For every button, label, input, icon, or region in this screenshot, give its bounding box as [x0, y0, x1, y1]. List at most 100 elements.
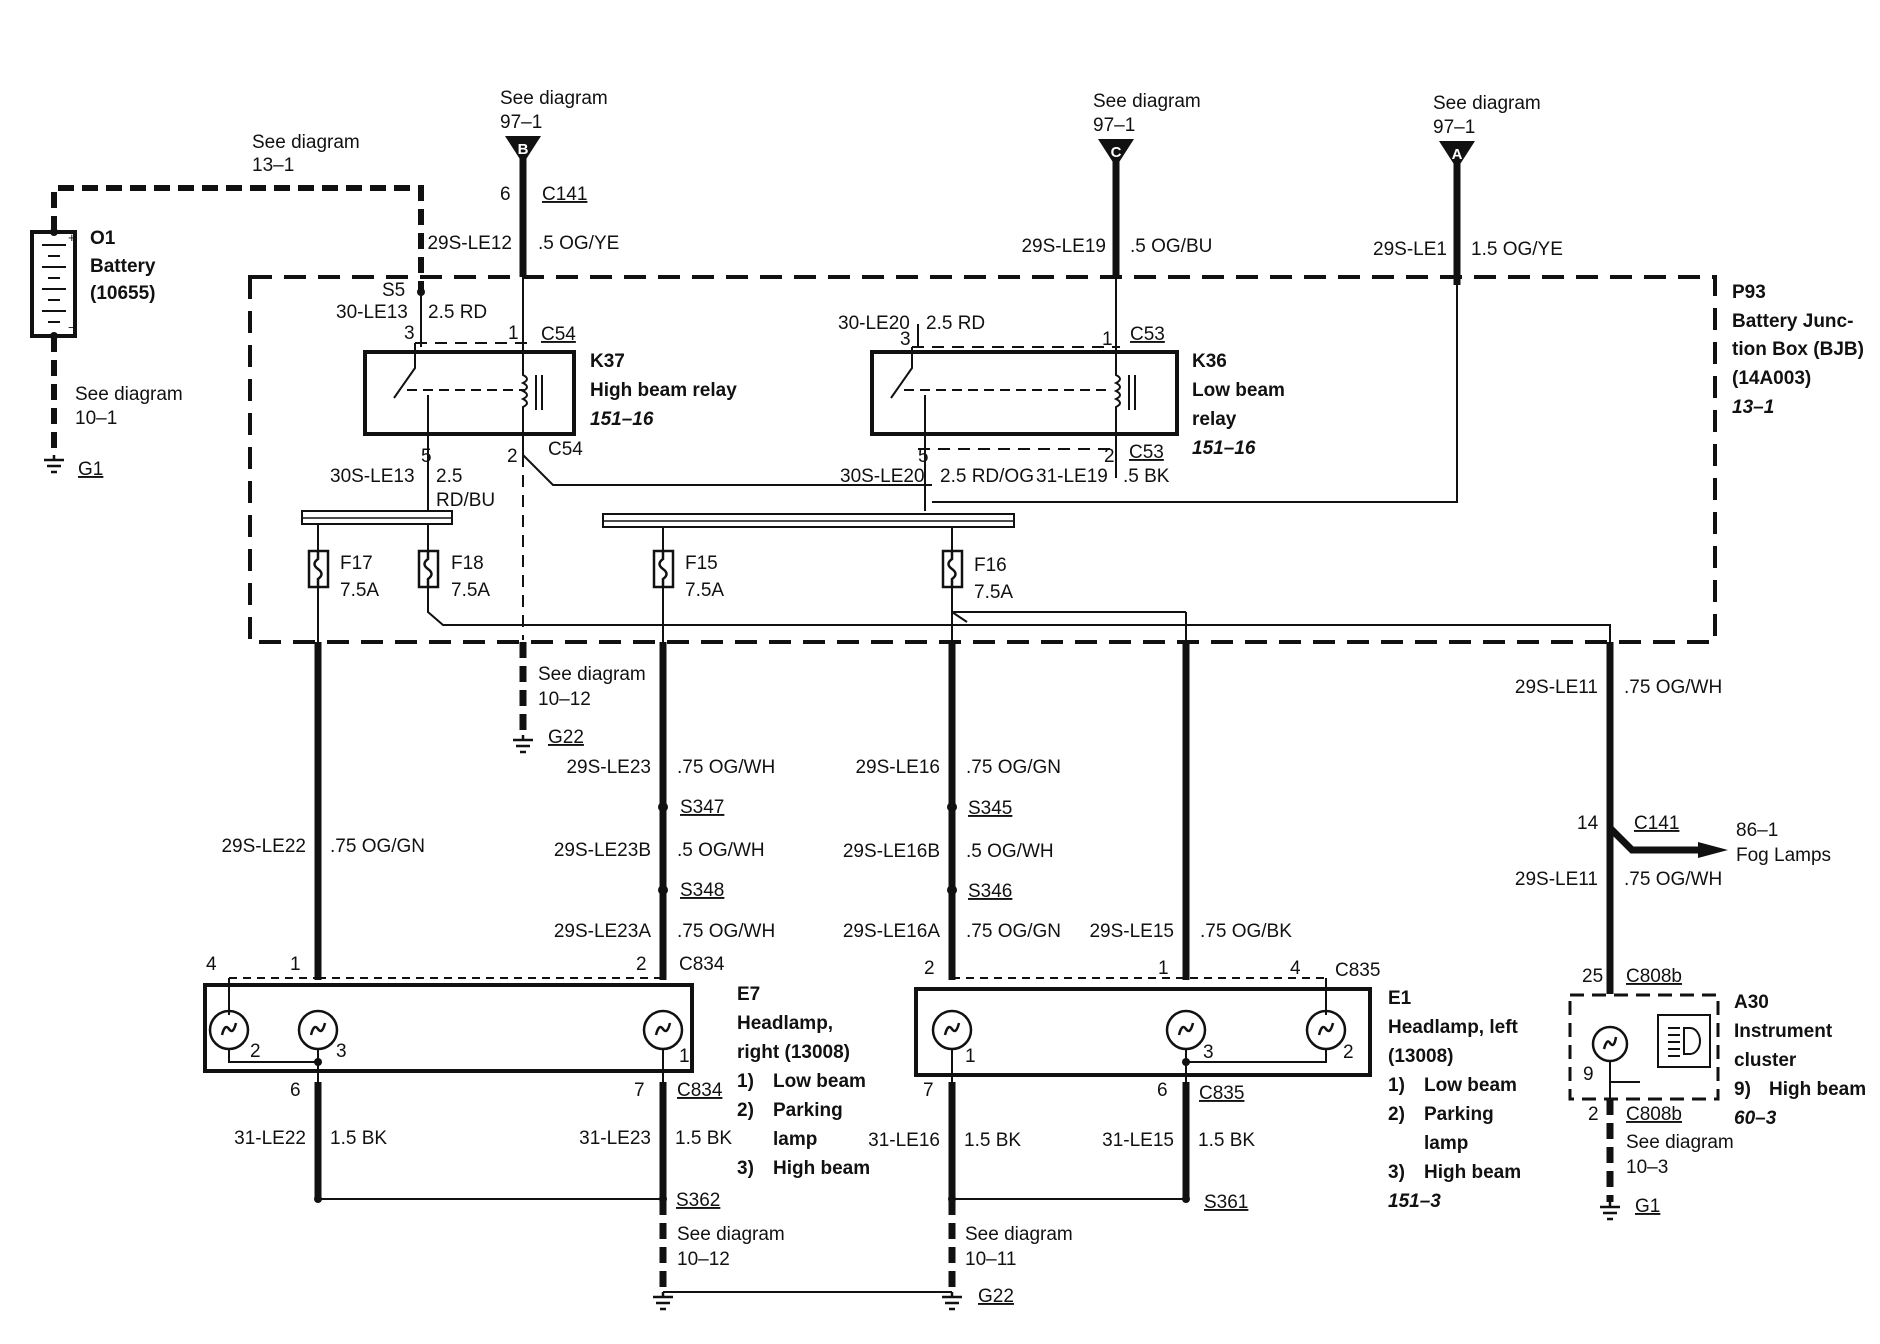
pin-e7-4: 4 [206, 954, 217, 975]
circuit-le16-31: 31-LE16 [868, 1130, 940, 1151]
high-beam-indicator-icon [1657, 1014, 1711, 1068]
circuit-le22-wire: .75 OG/GN [330, 836, 425, 857]
ground-g22-mid: G22 [548, 727, 584, 748]
conn-c54-top: C54 [541, 324, 576, 345]
ref-battery-bottom-1: See diagram [75, 384, 183, 405]
circuit-le16b-wire: .5 OG/WH [966, 841, 1054, 862]
circuit-le16a: 29S-LE16A [843, 921, 941, 942]
ref-battery-top-2: 13–1 [252, 155, 294, 176]
e1-name-2: (13008) [1388, 1046, 1454, 1067]
pin-25: 25 [1582, 966, 1603, 987]
circuit-le23a: 29S-LE23A [554, 921, 652, 942]
battery-feed-wire [51, 185, 424, 292]
ref-conn-b-2: 97–1 [500, 112, 542, 133]
ref-conn-a-1: See diagram [1433, 93, 1541, 114]
circuit-le13-30s-wire1: 2.5 [436, 466, 462, 487]
circuit-le16b: 29S-LE16B [843, 841, 940, 862]
circuit-le23-31-wire: 1.5 BK [675, 1128, 732, 1149]
battery-icon [30, 230, 77, 338]
circuit-le23-31: 31-LE23 [579, 1128, 651, 1149]
circuit-le15: 29S-LE15 [1089, 921, 1174, 942]
e7-name-1: Headlamp, [737, 1013, 833, 1034]
relay-k36-box [870, 350, 1179, 436]
circuit-le19-31-wire: .5 BK [1123, 466, 1170, 487]
k37-contact [393, 343, 429, 455]
splice-s5 [417, 288, 425, 296]
bulb-symbols [208, 1009, 1629, 1063]
circuit-le16: 29S-LE16 [855, 757, 940, 778]
ref-ground-e7-1: See diagram [677, 1224, 785, 1245]
battery-part: (10655) [90, 283, 156, 304]
conn-c834-bot: C834 [677, 1080, 723, 1101]
headlamp-e1-box [914, 987, 1372, 1077]
pin-k36-3: 3 [900, 329, 911, 350]
k36-id: K36 [1192, 351, 1227, 372]
conn-c808b-top: C808b [1626, 966, 1682, 987]
ref-ground-a30-2: 10–3 [1626, 1157, 1668, 1178]
connector-c-letter: C [1111, 144, 1122, 161]
fuse-f18-rating: 7.5A [451, 580, 490, 601]
bjb-line-1: Battery Junc- [1732, 311, 1853, 332]
circuit-le23b-wire: .5 OG/WH [677, 840, 765, 861]
ref-ground-e7-2: 10–12 [677, 1249, 730, 1270]
a30-name-2: cluster [1734, 1050, 1797, 1071]
e1-item-2b: lamp [1424, 1133, 1468, 1154]
ref-conn-c-1: See diagram [1093, 91, 1201, 112]
splice-s345: S345 [968, 798, 1012, 819]
e7-item-3: High beam [773, 1158, 870, 1179]
ref-ground-mid-2: 10–12 [538, 689, 591, 710]
a30-item: High beam [1769, 1079, 1866, 1100]
k37-coil [520, 347, 528, 455]
pin-k37-2: 2 [507, 446, 518, 467]
circuit-le11-wire: .75 OG/WH [1624, 677, 1722, 698]
ref-conn-c-2: 97–1 [1093, 115, 1135, 136]
circuit-le11: 29S-LE11 [1515, 677, 1598, 698]
splice-s361: S361 [1204, 1192, 1248, 1213]
pin-k36-2: 2 [1104, 446, 1115, 467]
ground-symbols [44, 455, 1620, 1311]
svg-text:+: + [68, 230, 76, 245]
circuit-le20-30-wire: 2.5 RD [926, 313, 985, 334]
a30-item-num: 9) [1734, 1079, 1751, 1100]
circuit-le11b: 29S-LE11 [1515, 869, 1598, 890]
ref-fog-1: 86–1 [1736, 820, 1778, 841]
splice-s347: S347 [680, 797, 724, 818]
fuse-f17-rating: 7.5A [340, 580, 379, 601]
ref-conn-b-1: See diagram [500, 88, 608, 109]
bjb-ref: 13–1 [1732, 397, 1774, 418]
pin-14: 14 [1577, 813, 1599, 834]
pin-e7-7: 7 [634, 1080, 645, 1101]
e1-item-3: High beam [1424, 1162, 1521, 1183]
conn-c141-fog: C141 [1634, 813, 1679, 834]
k36-name-1: Low beam [1192, 380, 1285, 401]
connector-b-icon [505, 136, 541, 164]
conn-c834-top: C834 [679, 954, 725, 975]
circuit-le15-wire: .75 OG/BK [1200, 921, 1292, 942]
circuit-le13-30s-wire2: RD/BU [436, 490, 495, 511]
e1-item-1-num: 1) [1388, 1075, 1405, 1096]
pin-e1-6: 6 [1157, 1080, 1168, 1101]
ref-battery-bottom-2: 10–1 [75, 408, 117, 429]
circuit-le15-31: 31-LE15 [1102, 1130, 1174, 1151]
circuit-le12: 29S-LE12 [427, 233, 512, 254]
pin-e7-1: 1 [290, 954, 301, 975]
ref-ground-a30-1: See diagram [1626, 1132, 1734, 1153]
pin-e7-3: 3 [336, 1041, 347, 1062]
fog-arrow-icon [1698, 842, 1728, 858]
splice-s348: S348 [680, 880, 724, 901]
fuse-f18-id: F18 [451, 553, 484, 574]
circuit-le23: 29S-LE23 [566, 757, 651, 778]
bjb-line-2: tion Box (BJB) [1732, 339, 1864, 360]
battery-id: O1 [90, 228, 116, 249]
circuit-le13-30-wire: 2.5 RD [428, 302, 487, 323]
e1-name-1: Headlamp, left [1388, 1017, 1519, 1038]
circuit-le19-31: 31-LE19 [1036, 466, 1108, 487]
circuit-le23-wire: .75 OG/WH [677, 757, 775, 778]
fuse-f15-rating: 7.5A [685, 580, 724, 601]
circuit-le19: 29S-LE19 [1021, 236, 1106, 257]
e1-ref: 151–3 [1388, 1191, 1441, 1212]
battery-name: Battery [90, 256, 156, 277]
fuse-f15-id: F15 [685, 553, 718, 574]
circuit-le13-30: 30-LE13 [336, 302, 408, 323]
